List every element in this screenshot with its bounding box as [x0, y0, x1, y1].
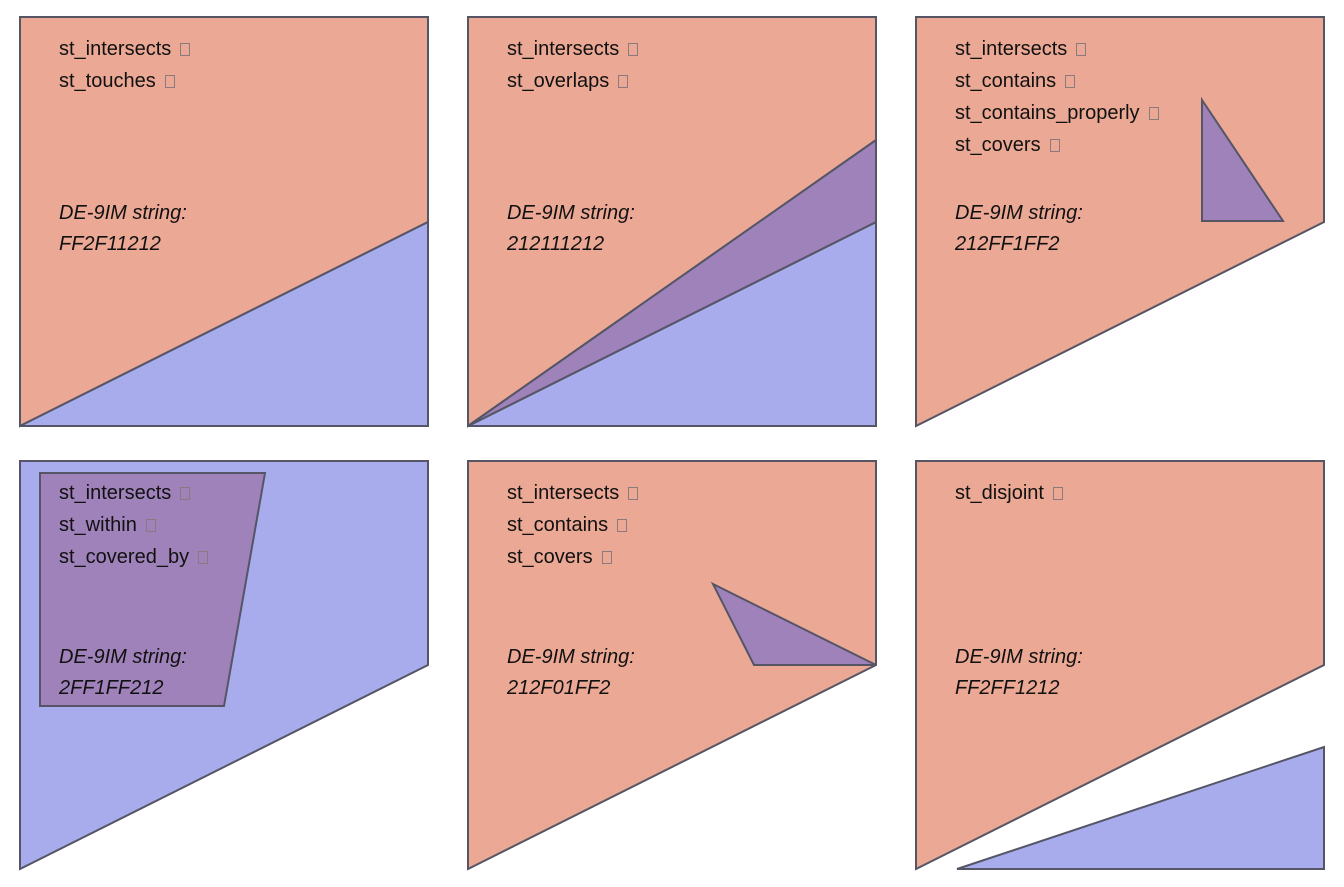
de9im-label: DE-9IM string: — [507, 646, 635, 668]
checkbox-icon — [1049, 139, 1060, 152]
predicate-item: st_intersects — [507, 477, 639, 509]
de9im-label: DE-9IM string: — [955, 202, 1083, 224]
predicate-label: st_intersects — [507, 38, 620, 60]
de9im-value: 2FF1FF212 — [59, 677, 164, 699]
predicate-item: st_touches — [59, 65, 190, 97]
checkbox-icon — [618, 75, 629, 88]
predicate-item: st_contains — [955, 65, 1159, 97]
polygon-b — [956, 745, 1325, 870]
panel-5-predicates: st_intersects st_contains st_covers — [507, 477, 639, 573]
predicate-label: st_contains_properly — [955, 102, 1140, 124]
panel-6-de9im: DE-9IM string: FF2FF1212 — [955, 642, 1083, 704]
panel-2-de9im: DE-9IM string: 212111212 — [507, 198, 635, 260]
panel-1-de9im: DE-9IM string: FF2F11212 — [59, 198, 187, 260]
predicate-item: st_contains_properly — [955, 97, 1159, 129]
de9im-label: DE-9IM string: — [59, 646, 187, 668]
checkbox-icon — [1076, 43, 1087, 56]
panel-4-de9im: DE-9IM string: 2FF1FF212 — [59, 642, 187, 704]
de9im-value: FF2F11212 — [59, 233, 161, 255]
overlap-region — [467, 138, 877, 427]
polygon-b — [710, 581, 877, 666]
panel-3-predicates: st_intersects st_contains st_contains_pr… — [955, 33, 1159, 161]
predicate-label: st_intersects — [955, 38, 1068, 60]
checkbox-icon — [1148, 107, 1159, 120]
checkbox-icon — [198, 551, 209, 564]
predicate-item: st_intersects — [59, 33, 191, 65]
predicate-label: st_within — [59, 514, 137, 536]
de9im-label: DE-9IM string: — [507, 202, 635, 224]
predicate-label: st_contains — [955, 70, 1057, 92]
de9im-value: 212F01FF2 — [507, 677, 611, 699]
de9im-value: 212FF1FF2 — [955, 233, 1060, 255]
checkbox-icon — [180, 487, 191, 500]
predicate-label: st_intersects — [507, 482, 620, 504]
panel-5-de9im: DE-9IM string: 212F01FF2 — [507, 642, 635, 704]
checkbox-icon — [1065, 75, 1076, 88]
predicate-label: st_intersects — [59, 38, 172, 60]
predicate-label: st_covers — [507, 546, 593, 568]
panel-1-predicates: st_intersects st_touches — [59, 33, 191, 97]
polygon-b — [1201, 96, 1285, 222]
predicate-label: st_contains — [507, 514, 609, 536]
checkbox-icon — [145, 519, 156, 532]
predicate-label: st_covered_by — [59, 546, 190, 568]
de9im-label: DE-9IM string: — [59, 202, 187, 224]
panel-3-de9im: DE-9IM string: 212FF1FF2 — [955, 198, 1083, 260]
predicate-label: st_covers — [955, 134, 1041, 156]
de9im-value: 212111212 — [507, 233, 605, 255]
predicate-item: st_covered_by — [59, 541, 209, 573]
checkbox-icon — [1052, 487, 1063, 500]
panel-4-predicates: st_intersects st_within st_covered_by — [59, 477, 209, 573]
predicate-label: st_overlaps — [507, 70, 610, 92]
predicate-item: st_disjoint — [955, 477, 1063, 509]
checkbox-icon — [180, 43, 191, 56]
predicate-item: st_intersects — [507, 33, 639, 65]
checkbox-icon — [617, 519, 628, 532]
checkbox-icon — [628, 43, 639, 56]
checkbox-icon — [164, 75, 175, 88]
checkbox-icon — [628, 487, 639, 500]
predicate-item: st_covers — [955, 129, 1159, 161]
predicate-item: st_overlaps — [507, 65, 638, 97]
panel-2-predicates: st_intersects st_overlaps — [507, 33, 639, 97]
de9im-label: DE-9IM string: — [955, 646, 1083, 668]
predicate-item: st_intersects — [59, 477, 208, 509]
de9im-value: FF2FF1212 — [955, 677, 1060, 699]
panel-6-predicates: st_disjoint — [955, 477, 1063, 509]
predicate-item: st_contains — [507, 509, 638, 541]
predicate-label: st_touches — [59, 70, 156, 92]
predicate-item: st_covers — [507, 541, 638, 573]
predicate-item: st_intersects — [955, 33, 1159, 65]
checkbox-icon — [601, 551, 612, 564]
predicate-item: st_within — [59, 509, 208, 541]
predicate-label: st_intersects — [59, 482, 172, 504]
predicate-label: st_disjoint — [955, 482, 1044, 504]
